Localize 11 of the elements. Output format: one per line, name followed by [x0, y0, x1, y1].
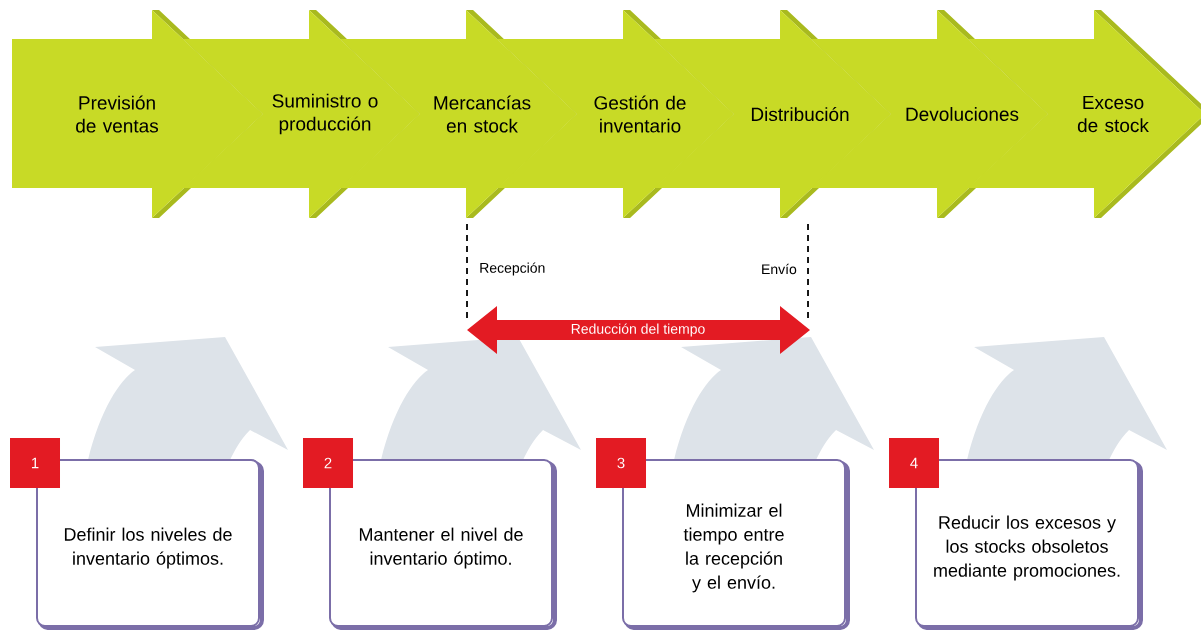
node-label: Previsión de ventas [76, 95, 159, 133]
node-label: Exceso de stock [1077, 95, 1149, 133]
number-square: 2 [303, 438, 353, 488]
chevron-step: Previsión de ventas [12, 10, 270, 218]
text-label: Envío [762, 263, 797, 275]
text-label: Recepción [480, 262, 545, 276]
chevron-step: Suministro o producción [183, 10, 427, 218]
number-square: 4 [889, 438, 939, 488]
number-square: 1 [10, 438, 60, 488]
text-label: Reducción del tiempo [571, 323, 705, 337]
number-square: 3 [596, 438, 646, 488]
